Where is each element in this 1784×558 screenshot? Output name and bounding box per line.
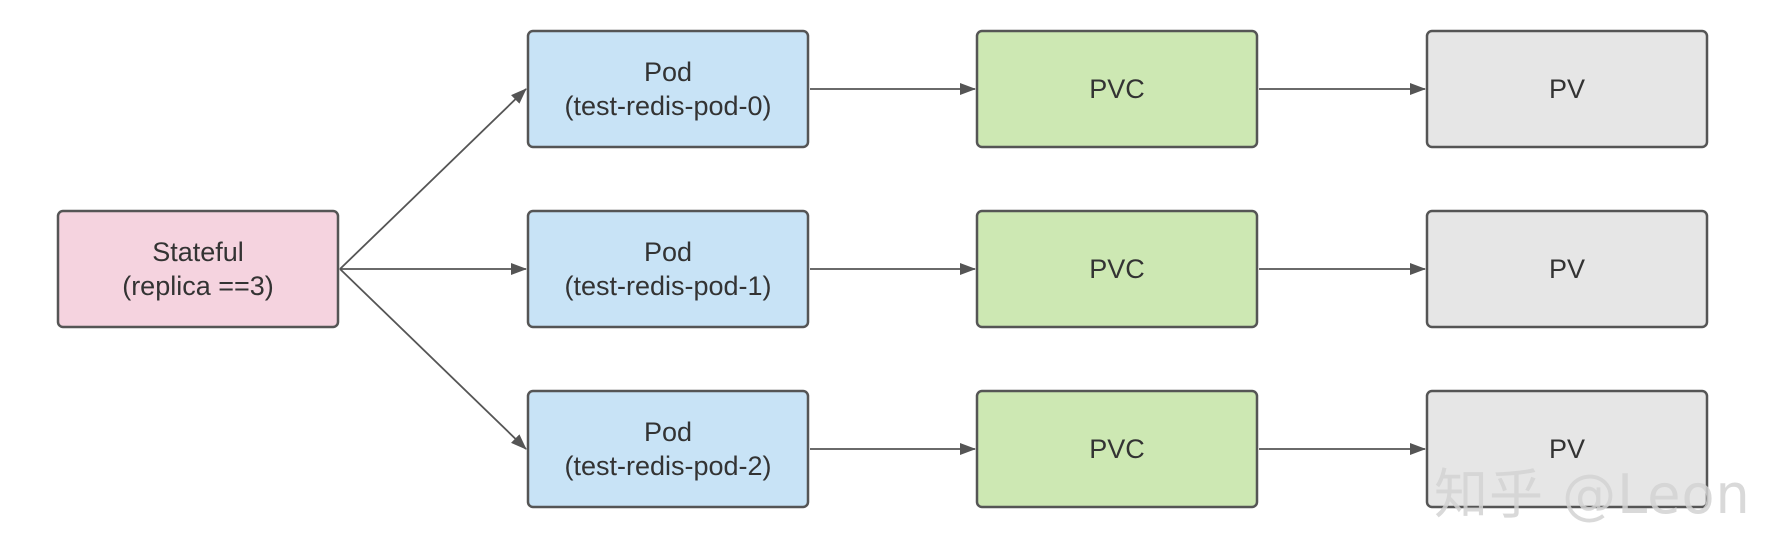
node-pv2: PV [1425,389,1709,509]
node-pvc1: PVC [975,209,1259,329]
node-box-pod0 [526,29,810,149]
node-pod2: Pod (test-redis-pod-2) [526,389,810,509]
node-label-pv2-line-0: PV [1549,434,1585,464]
nodes-layer: Stateful (replica ==3) Pod (test-redis-pod-… [56,29,1709,509]
edge-stateful-to-pod0 [339,88,527,270]
node-label-pod2-line-0: Pod [644,417,692,447]
node-label-pv0-line-0: PV [1549,74,1585,104]
node-label-pod1-line-1: (test-redis-pod-1) [564,271,771,301]
node-stateful: Stateful (replica ==3) [56,209,340,329]
edges-layer [339,83,1426,455]
node-box-pvc1 [975,209,1259,329]
node-pv0: PV [1425,29,1709,149]
node-box-pod2 [526,389,810,509]
node-box-pv0 [1425,29,1709,149]
node-box-pvc2 [975,389,1259,509]
node-label-pvc0-line-0: PVC [1089,74,1145,104]
node-pvc0: PVC [975,29,1259,149]
node-label-pod1-line-0: Pod [644,237,692,267]
node-label-pod0-line-0: Pod [644,57,692,87]
node-pv1: PV [1425,209,1709,329]
node-box-pv2 [1425,389,1709,509]
node-label-stateful-line-0: Stateful [152,237,244,267]
node-label-pod2-line-1: (test-redis-pod-2) [564,451,771,481]
node-label-pv1-line-0: PV [1549,254,1585,284]
node-label-pvc2-line-0: PVC [1089,434,1145,464]
edge-stateful-to-pod2 [339,268,527,450]
node-label-pod0-line-1: (test-redis-pod-0) [564,91,771,121]
node-box-pvc0 [975,29,1259,149]
node-pvc2: PVC [975,389,1259,509]
node-box-pv1 [1425,209,1709,329]
node-label-stateful-line-1: (replica ==3) [122,271,274,301]
node-box-stateful [56,209,340,329]
node-pod0: Pod (test-redis-pod-0) [526,29,810,149]
node-pod1: Pod (test-redis-pod-1) [526,209,810,329]
node-box-pod1 [526,209,810,329]
node-label-pvc1-line-0: PVC [1089,254,1145,284]
